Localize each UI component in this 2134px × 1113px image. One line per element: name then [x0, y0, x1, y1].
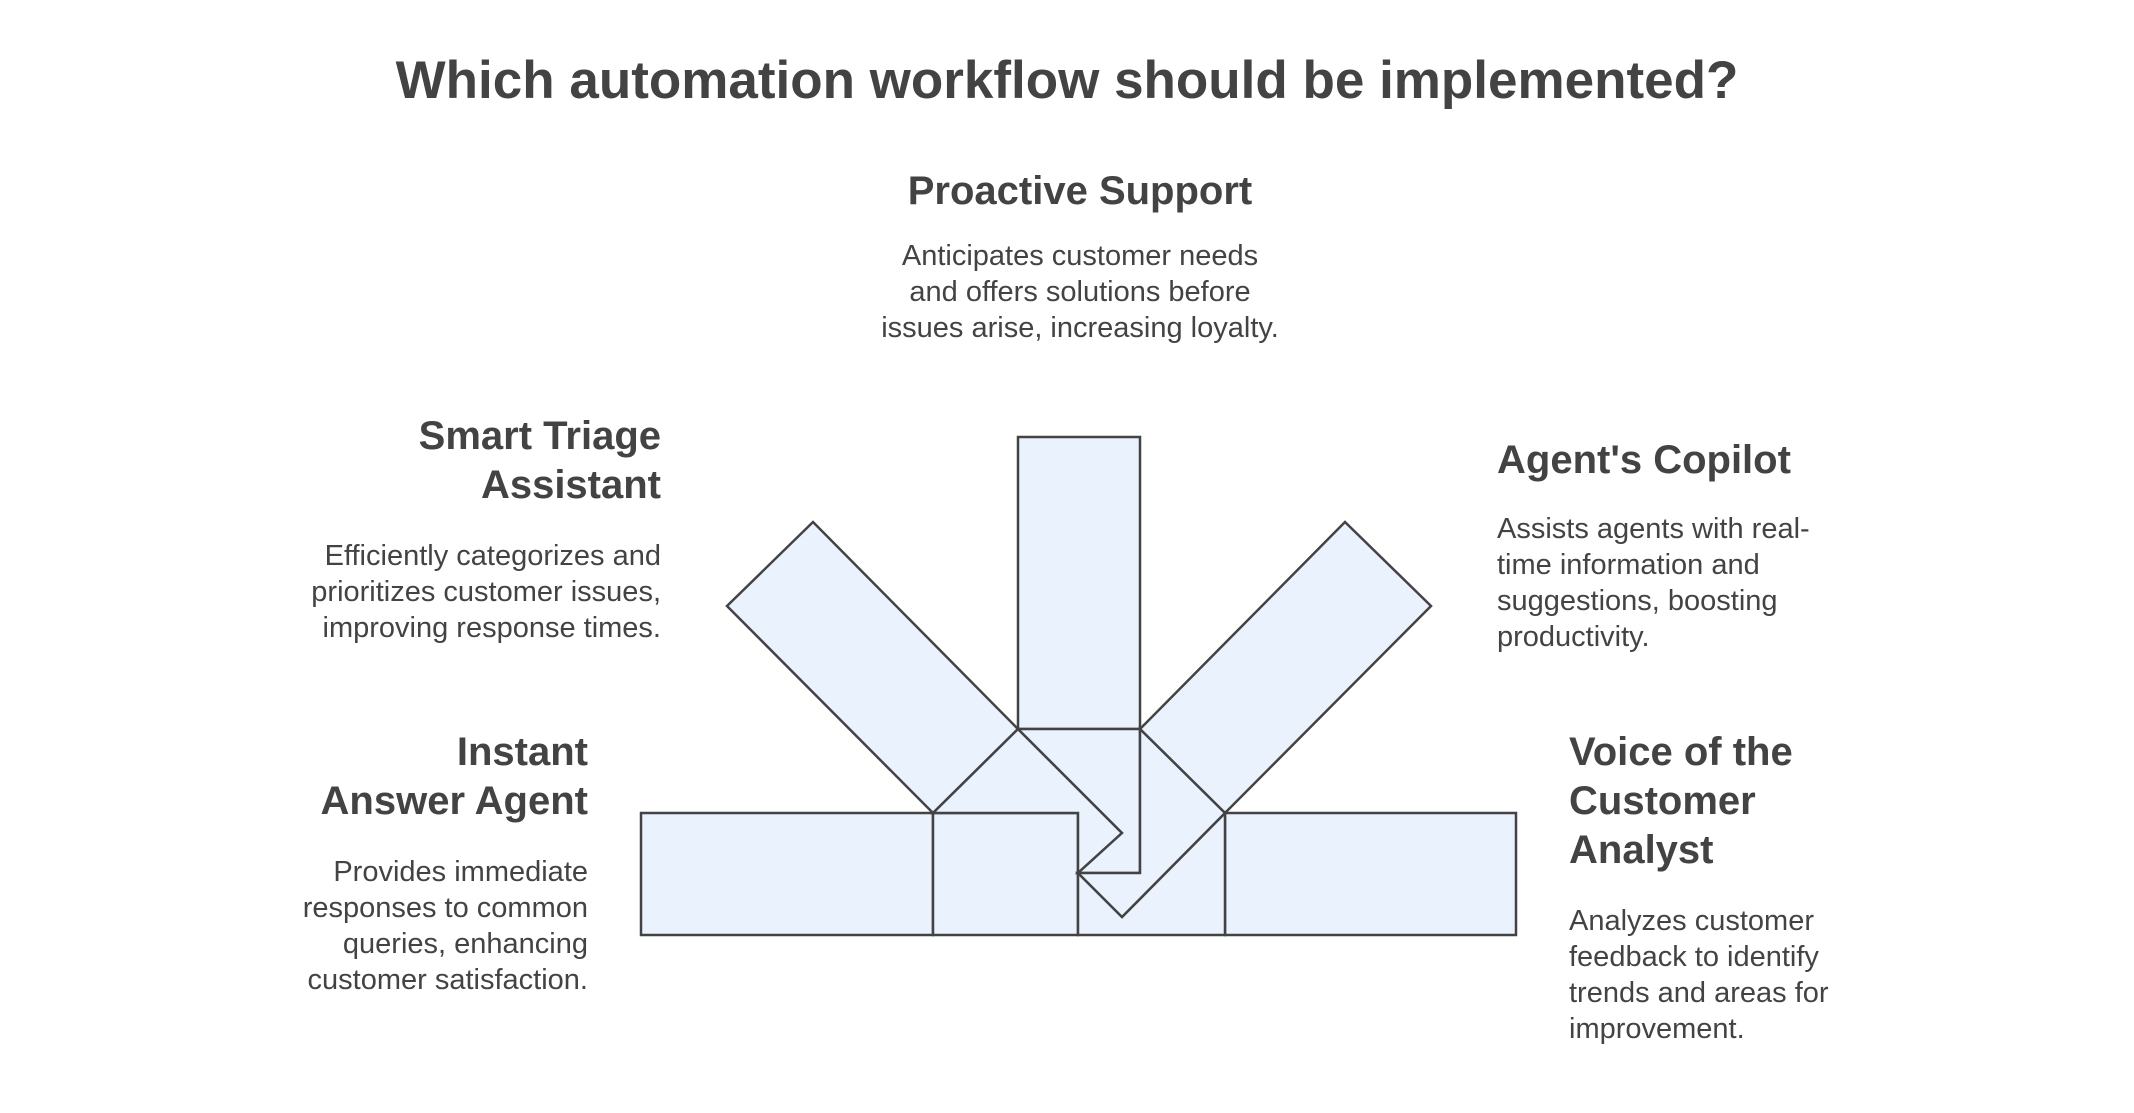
option-proactive-support: Proactive Support Anticipates customer n… — [870, 167, 1290, 346]
option-heading: Agent's Copilot — [1497, 438, 1791, 482]
option-instant-answer-agent: Instant Answer Agent Provides immediate … — [268, 728, 588, 998]
option-heading: Proactive Support — [907, 169, 1253, 213]
arm-agents-copilot — [1138, 520, 1433, 815]
arm-proactive-support — [1016, 435, 1142, 731]
page-title: Which automation workflow should be impl… — [395, 51, 1739, 110]
option-description: Provides immediate responses to common q… — [302, 856, 588, 996]
hub-lower-left — [931, 811, 1080, 937]
option-voice-of-the-customer-analyst: Voice of the Customer Analyst Analyzes c… — [1569, 728, 1909, 1047]
option-description: Efficiently categorizes and prioritizes … — [311, 540, 661, 644]
option-heading: Smart Triage Assistant — [418, 414, 661, 507]
arm-instant-answer-agent — [639, 811, 935, 937]
option-description: Assists agents with real-time informatio… — [1497, 513, 1810, 653]
arm-smart-triage-assistant — [725, 520, 1020, 815]
option-heading: Voice of the Customer Analyst — [1569, 730, 1793, 872]
option-heading: Instant Answer Agent — [320, 730, 588, 823]
option-agents-copilot: Agent's Copilot Assists agents with real… — [1497, 436, 1837, 655]
hub-right-wedge — [1074, 726, 1227, 919]
option-description: Anticipates customer needs and offers so… — [881, 240, 1279, 344]
arm-voice-of-the-customer-analyst — [1223, 811, 1518, 937]
option-smart-triage-assistant: Smart Triage Assistant Efficiently categ… — [296, 412, 661, 646]
option-description: Analyzes customer feedback to identify t… — [1569, 905, 1829, 1045]
